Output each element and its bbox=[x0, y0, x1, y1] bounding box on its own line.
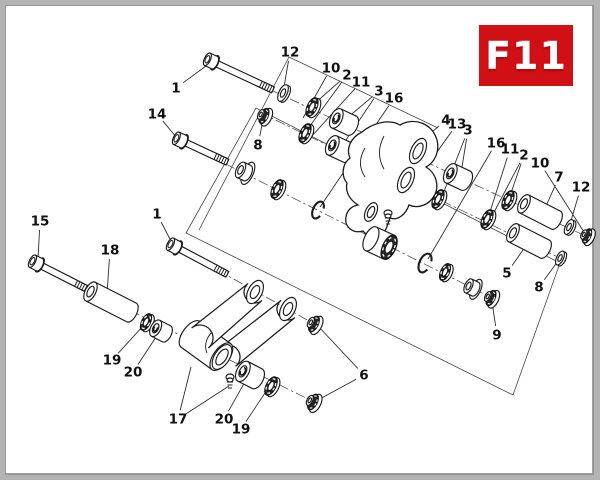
screw-part bbox=[225, 373, 235, 389]
nut-part bbox=[306, 315, 324, 336]
flanged-part bbox=[463, 278, 483, 300]
callout-label-4: 4 bbox=[441, 113, 450, 129]
bolt-part bbox=[202, 52, 276, 94]
washer-part bbox=[277, 84, 292, 103]
callout-label-13: 13 bbox=[448, 117, 467, 133]
linkage-part bbox=[178, 279, 298, 372]
bearing-part bbox=[305, 97, 322, 119]
callout-label-7: 7 bbox=[554, 170, 563, 186]
plate-code-badge: F11 bbox=[479, 25, 573, 86]
callout-label-20: 20 bbox=[215, 412, 234, 428]
callout-label-1: 1 bbox=[171, 81, 180, 97]
bolt-part bbox=[165, 237, 230, 278]
bearing-part bbox=[139, 313, 155, 333]
nut-part bbox=[483, 289, 501, 309]
nut-part bbox=[580, 228, 596, 247]
callout-label-20: 20 bbox=[124, 365, 143, 381]
bearing-part bbox=[501, 190, 518, 212]
callout-label-8: 8 bbox=[534, 280, 543, 296]
rocker-part bbox=[342, 120, 439, 237]
callout-label-18: 18 bbox=[101, 243, 120, 259]
tube-part bbox=[83, 281, 139, 323]
callout-label-11: 11 bbox=[501, 142, 520, 158]
screw-part bbox=[383, 209, 393, 225]
callout-label-10: 10 bbox=[531, 156, 550, 172]
bearing-part bbox=[438, 263, 454, 283]
bearing-part bbox=[480, 209, 497, 231]
callout-label-2: 2 bbox=[519, 148, 528, 164]
bearing-part bbox=[298, 123, 315, 145]
callout-label-5: 5 bbox=[502, 266, 511, 282]
bushing-part bbox=[328, 108, 360, 136]
flanged-part bbox=[234, 161, 256, 186]
nut-part bbox=[256, 107, 274, 127]
callout-label-19: 19 bbox=[232, 422, 251, 438]
bearing-part bbox=[270, 179, 287, 201]
tube-part bbox=[506, 223, 552, 259]
callout-label-6: 6 bbox=[359, 368, 368, 384]
bolt-part bbox=[171, 131, 230, 166]
bushing-part bbox=[234, 360, 266, 390]
washer-part bbox=[554, 250, 568, 267]
callout-label-10: 10 bbox=[322, 61, 341, 77]
parts-layer bbox=[27, 52, 596, 414]
callout-label-1: 1 bbox=[152, 207, 161, 223]
bushing-part bbox=[324, 135, 356, 163]
callout-label-19: 19 bbox=[103, 353, 122, 369]
bearing-part bbox=[264, 376, 281, 398]
tube-part bbox=[517, 194, 563, 230]
callout-label-16: 16 bbox=[385, 91, 404, 107]
circlip-part bbox=[311, 200, 325, 220]
nut-part bbox=[305, 393, 323, 414]
construction-lines bbox=[185, 56, 561, 396]
bolt-part bbox=[27, 254, 91, 294]
bushing-part bbox=[149, 319, 173, 343]
washer-part bbox=[563, 219, 577, 237]
callout-label-12: 12 bbox=[281, 45, 300, 61]
callout-label-14: 14 bbox=[148, 107, 167, 123]
bigbearing-part bbox=[362, 226, 398, 260]
callout-label-2: 2 bbox=[342, 68, 351, 84]
callout-label-8: 8 bbox=[253, 138, 262, 154]
circlip-part bbox=[417, 252, 433, 274]
callout-label-16: 16 bbox=[487, 136, 506, 152]
plate-code-text: F11 bbox=[485, 33, 567, 78]
callout-label-17: 17 bbox=[169, 412, 188, 428]
callout-label-15: 15 bbox=[31, 214, 50, 230]
bushing-part bbox=[442, 163, 474, 191]
callout-label-3: 3 bbox=[463, 123, 472, 139]
callout-label-3: 3 bbox=[374, 84, 383, 100]
callout-label-9: 9 bbox=[492, 328, 501, 344]
callout-label-11: 11 bbox=[352, 75, 371, 91]
callout-label-12: 12 bbox=[572, 180, 591, 196]
